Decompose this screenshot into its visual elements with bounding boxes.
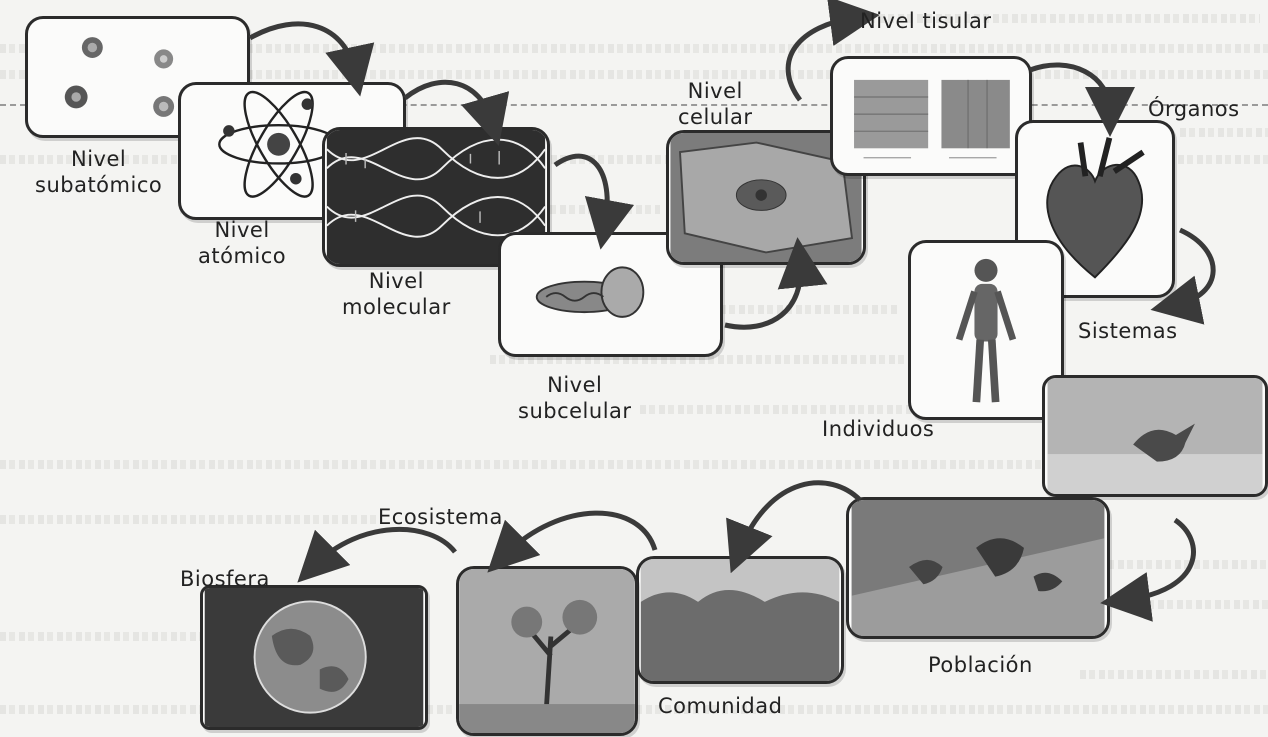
label-celular-line2: celular bbox=[678, 104, 752, 130]
label-molecular-line1: Nivel bbox=[342, 268, 451, 294]
card-individuo-ave bbox=[1042, 375, 1268, 497]
tissue-icon bbox=[833, 59, 1029, 173]
label-subatomico-line1: Nivel bbox=[35, 146, 162, 172]
population-icon bbox=[849, 500, 1107, 636]
label-poblacion: Población bbox=[928, 652, 1033, 678]
label-tisular: Nivel tisular bbox=[860, 8, 992, 34]
community-icon bbox=[639, 559, 841, 681]
label-subcelular: Nivel subcelular bbox=[518, 372, 632, 425]
card-comunidad bbox=[636, 556, 844, 684]
card-tisular bbox=[830, 56, 1032, 176]
bird-icon bbox=[1045, 378, 1265, 494]
label-organos: Órganos bbox=[1148, 96, 1240, 122]
label-molecular: Nivel molecular bbox=[342, 268, 451, 321]
label-biosfera: Biosfera bbox=[180, 566, 270, 592]
label-subatomico: Nivel subatómico bbox=[35, 146, 162, 199]
label-comunidad: Comunidad bbox=[658, 693, 782, 719]
label-atomico: Nivel atómico bbox=[198, 217, 286, 270]
card-ecosistema bbox=[456, 566, 638, 736]
ecosystem-icon bbox=[459, 569, 635, 733]
label-atomico-line1: Nivel bbox=[198, 217, 286, 243]
label-molecular-line2: molecular bbox=[342, 294, 451, 320]
card-individuos bbox=[908, 240, 1064, 420]
human-body-icon bbox=[911, 243, 1061, 417]
label-individuos: Individuos bbox=[822, 416, 934, 442]
earth-icon bbox=[203, 588, 425, 727]
label-ecosistema: Ecosistema bbox=[378, 504, 503, 530]
label-subcelular-line1: Nivel bbox=[518, 372, 632, 398]
label-subatomico-line2: subatómico bbox=[35, 172, 162, 198]
card-biosfera bbox=[200, 585, 428, 730]
label-atomico-line2: atómico bbox=[198, 243, 286, 269]
card-poblacion bbox=[846, 497, 1110, 639]
label-sistemas: Sistemas bbox=[1078, 318, 1178, 344]
label-subcelular-line2: subcelular bbox=[518, 398, 632, 424]
label-celular-line1: Nivel bbox=[678, 78, 752, 104]
label-celular: Nivel celular bbox=[678, 78, 752, 131]
